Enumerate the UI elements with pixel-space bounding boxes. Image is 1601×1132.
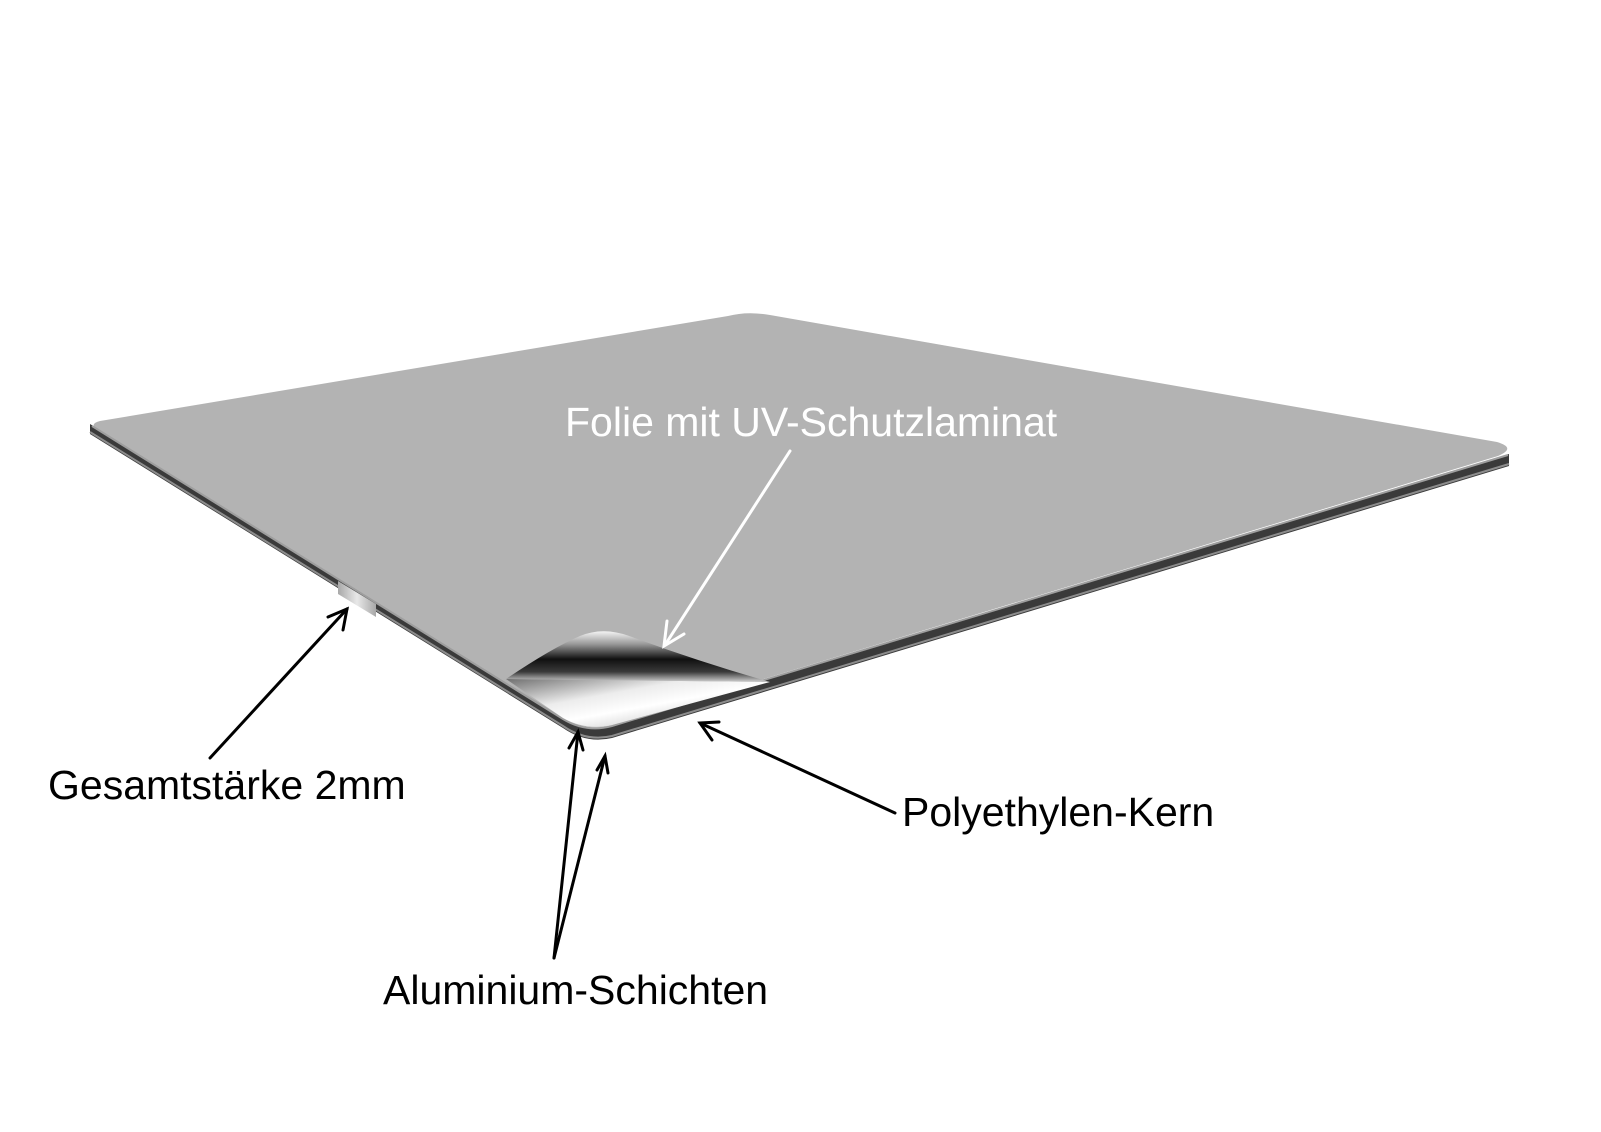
arrows-aluminium-layers — [552, 728, 610, 960]
panel-edge-aluminium-bottom — [89, 431, 1510, 739]
panel-top-surface — [93, 313, 1508, 728]
arrow-polyethylene-core — [697, 720, 897, 815]
exposed-aluminium-corner — [506, 679, 770, 727]
label-total-thickness: Gesamtstärke 2mm — [48, 762, 406, 808]
arrow-total-thickness — [208, 606, 349, 760]
label-polyethylene-core: Polyethylen-Kern — [902, 789, 1215, 835]
panel-edge-aluminium-top — [91, 425, 1509, 730]
panel-edge-core — [90, 424, 1509, 740]
thickness-marker — [338, 581, 376, 617]
label-aluminium-layers: Aluminium-Schichten — [383, 967, 769, 1013]
arrow-uv-film — [662, 449, 792, 649]
label-uv-film: Folie mit UV-Schutzlaminat — [565, 399, 1058, 445]
peeled-film-curl — [506, 631, 770, 682]
